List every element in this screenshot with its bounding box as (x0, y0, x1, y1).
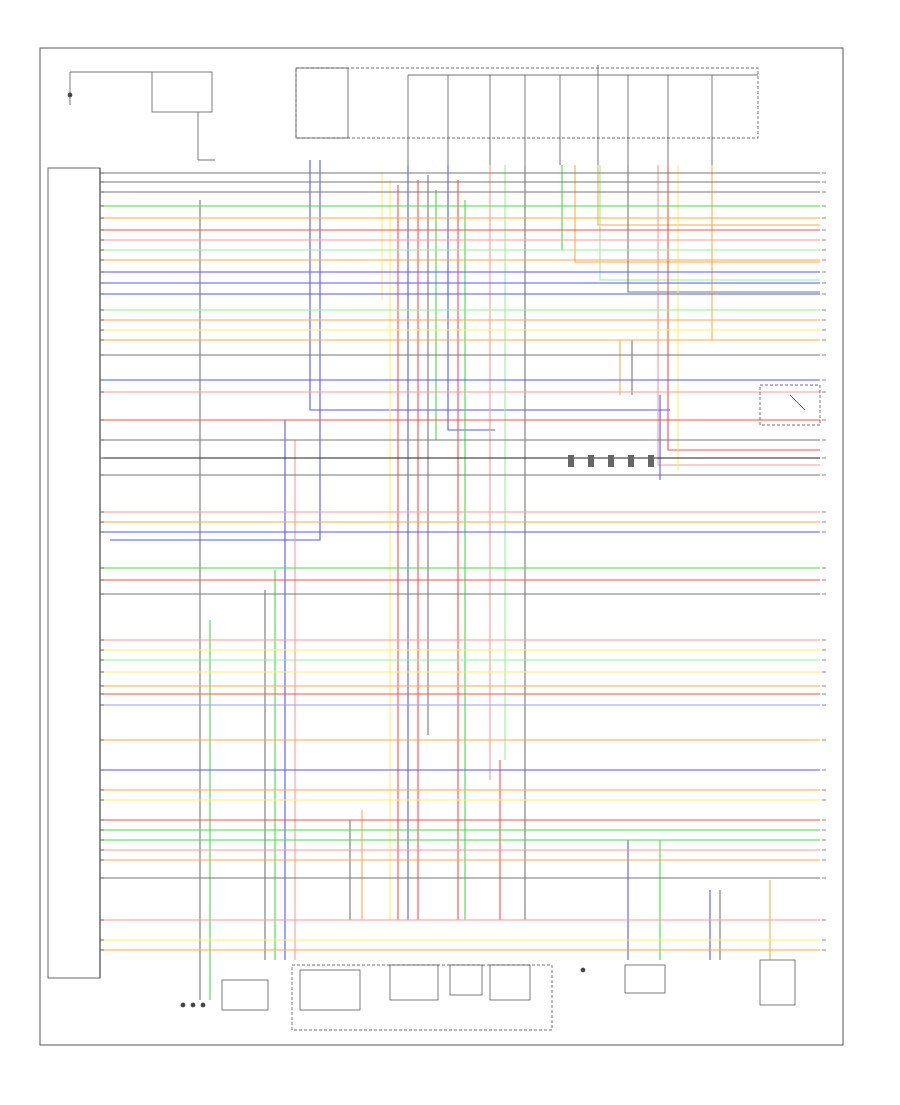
knock-sensor-box (624, 964, 666, 994)
main-relay-symbol (67, 71, 215, 161)
oxygen-sensor-box (759, 959, 796, 1006)
map-sensor-box (389, 964, 439, 1001)
connector-dot-2 (190, 1002, 196, 1008)
diagram-border (39, 47, 844, 1046)
fuse-drop-wires (407, 140, 713, 165)
throttle-position-sensor-box (221, 979, 269, 1011)
horizontal-wire-runs (102, 172, 820, 951)
right-connector-ticks (100, 172, 826, 951)
bottom-components (180, 959, 796, 1031)
throttle-body-box (291, 964, 553, 1031)
purge-valve-box (449, 964, 483, 996)
connector-dot-1 (180, 1002, 186, 1008)
ground-dot (580, 967, 586, 973)
egr-valve-box (489, 964, 531, 1001)
ecu-module-box (47, 167, 101, 979)
connector-dot-3 (200, 1002, 206, 1008)
data-link-connector-pins (568, 455, 654, 467)
fuse-junction-box (295, 65, 759, 140)
idle-air-control-box (299, 969, 361, 1011)
transmission-range-switch (759, 384, 821, 426)
